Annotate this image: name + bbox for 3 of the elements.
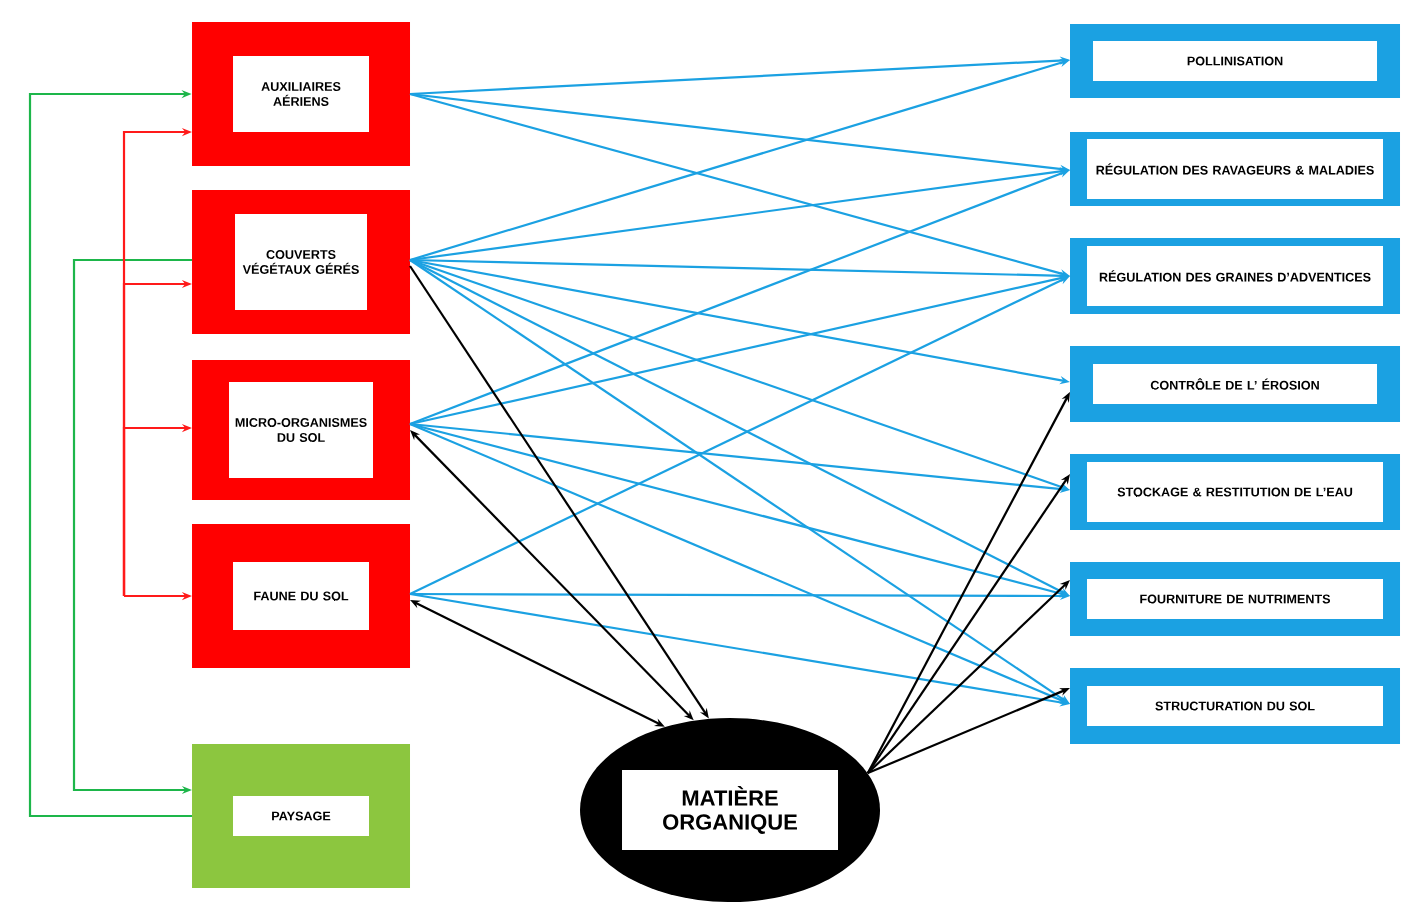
arrow	[867, 580, 1070, 774]
arrow	[28, 89, 192, 818]
ellipse-node: MATIÈRE ORGANIQUE	[580, 718, 880, 902]
